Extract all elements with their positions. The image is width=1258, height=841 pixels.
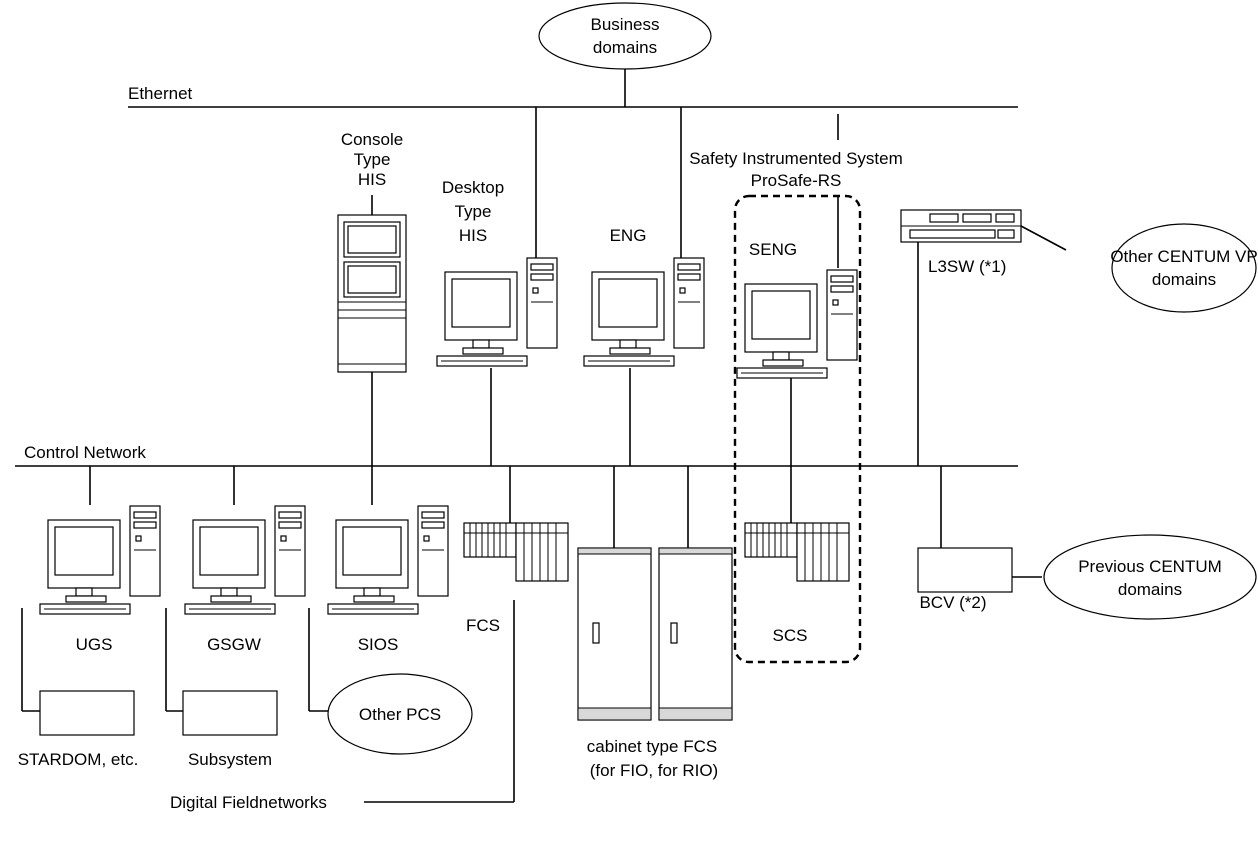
eng-station: ENG [583, 107, 705, 466]
svg-text:cabinet type FCS: cabinet type FCS [587, 737, 717, 756]
svg-text:ProSafe-RS: ProSafe-RS [751, 171, 842, 190]
prosafe-rs-boundary [733, 194, 862, 664]
desktop-type-his: Desktop Type HIS [436, 107, 558, 466]
svg-text:Other CENTUM VP: Other CENTUM VP [1110, 247, 1257, 266]
ugs-station: UGS [21, 466, 161, 712]
svg-text:HIS: HIS [459, 226, 487, 245]
svg-text:Business: Business [591, 15, 660, 34]
svg-text:(for FIO, for RIO): (for FIO, for RIO) [590, 761, 718, 780]
previous-centum-domains-node: Previous CENTUM domains [1043, 534, 1257, 620]
control-network-label: Control Network [24, 443, 146, 462]
subsystem-box: Subsystem [182, 690, 278, 769]
scs-label: SCS [773, 626, 808, 645]
other-centum-vp-domains-node: Other CENTUM VP domains [1110, 223, 1258, 313]
svg-text:Previous CENTUM: Previous CENTUM [1078, 557, 1222, 576]
svg-text:Desktop: Desktop [442, 178, 504, 197]
svg-text:Console: Console [341, 130, 403, 149]
stardom-box: STARDOM, etc. [18, 690, 139, 769]
ethernet-label: Ethernet [128, 84, 193, 103]
svg-text:BCV (*2): BCV (*2) [919, 593, 986, 612]
svg-text:Other PCS: Other PCS [359, 705, 441, 724]
l3sw-switch: L3SW (*1) [900, 209, 1067, 466]
svg-text:L3SW (*1): L3SW (*1) [928, 257, 1006, 276]
digital-fieldnetworks: Digital Fieldnetworks [170, 793, 514, 812]
svg-text:Type: Type [455, 202, 492, 221]
svg-text:FCS: FCS [466, 616, 500, 635]
svg-text:domains: domains [593, 38, 657, 57]
console-type-his: Console Type HIS [337, 130, 407, 466]
svg-text:domains: domains [1152, 270, 1216, 289]
bcv-unit: BCV (*2) [917, 466, 1042, 612]
svg-text:HIS: HIS [358, 170, 386, 189]
sios-station: SIOS [308, 466, 449, 712]
svg-text:STARDOM, etc.: STARDOM, etc. [18, 750, 139, 769]
svg-text:ENG: ENG [610, 226, 647, 245]
seng-label: SENG [749, 240, 797, 259]
cabinet-type-fcs: cabinet type FCS (for FIO, for RIO) [577, 466, 733, 780]
svg-text:Safety Instrumented System: Safety Instrumented System [689, 149, 903, 168]
fcs-unit: FCS [463, 466, 569, 802]
svg-text:GSGW: GSGW [207, 635, 261, 654]
svg-text:Subsystem: Subsystem [188, 750, 272, 769]
business-domains-node: Business domains [538, 2, 712, 107]
svg-text:UGS: UGS [76, 635, 113, 654]
svg-text:Type: Type [354, 150, 391, 169]
svg-text:SIOS: SIOS [358, 635, 399, 654]
svg-text:domains: domains [1118, 580, 1182, 599]
svg-text:Digital Fieldnetworks: Digital Fieldnetworks [170, 793, 327, 812]
other-pcs-node: Other PCS [327, 673, 473, 755]
gsgw-station: GSGW [165, 466, 306, 712]
safety-instrumented-system: Safety Instrumented System ProSafe-RS SE… [689, 114, 903, 664]
